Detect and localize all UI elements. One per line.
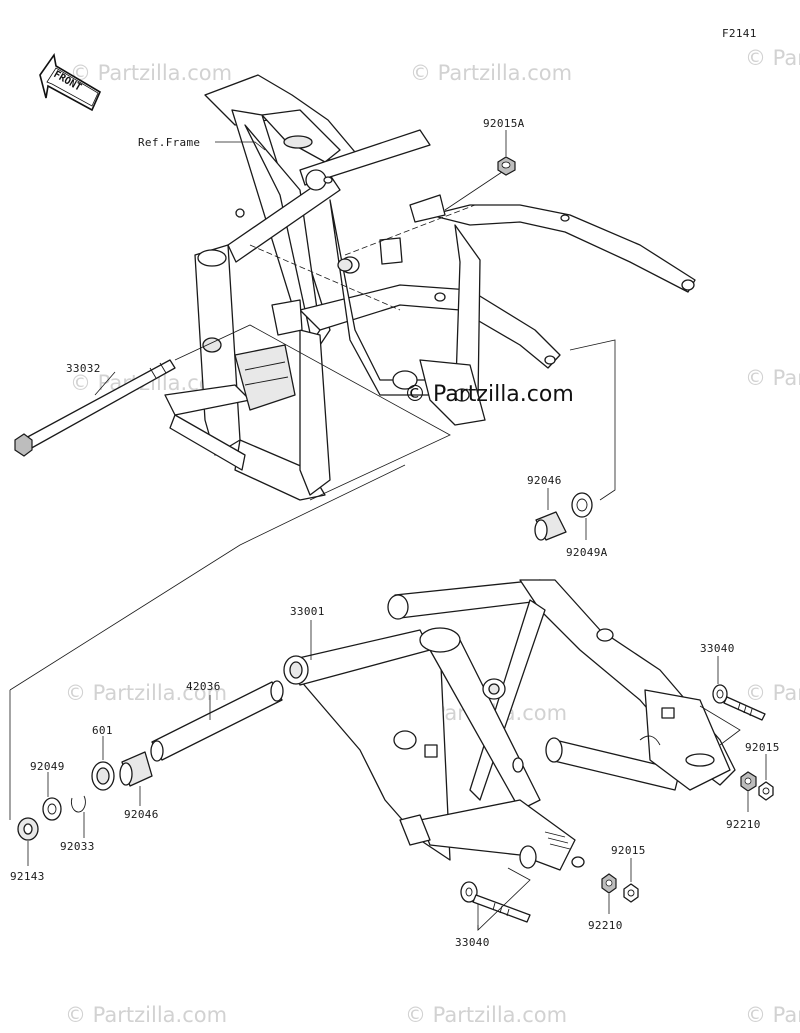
part-label-92046-top: 92046 bbox=[527, 474, 562, 487]
reference-lines bbox=[9, 141, 616, 820]
watermark: © Partzilla.com bbox=[70, 61, 232, 85]
watermark: © Partzilla.com bbox=[745, 46, 800, 70]
part-label-92143: 92143 bbox=[10, 870, 45, 883]
part-92049-seal bbox=[42, 772, 62, 821]
center-watermark: © Partzilla.com bbox=[404, 382, 574, 407]
part-label-92049a: 92049A bbox=[566, 546, 608, 559]
part-33032-pivot-shaft bbox=[14, 359, 176, 457]
part-33001-swing-arm bbox=[283, 579, 736, 871]
part-label-33040-right: 33040 bbox=[700, 642, 735, 655]
part-92015a-nut bbox=[497, 130, 516, 176]
watermark: © Partzilla.com bbox=[405, 1003, 567, 1027]
ref-frame-label: Ref.Frame bbox=[138, 136, 200, 149]
part-92049a-seal bbox=[571, 492, 593, 540]
watermark: © Partzilla.com bbox=[410, 61, 572, 85]
part-92015-nut-right bbox=[758, 754, 774, 801]
watermark-layer: © Partzilla.com © Partzilla.com © Partzi… bbox=[65, 46, 800, 1027]
part-label-92210-right: 92210 bbox=[726, 818, 761, 831]
part-label-33040-bottom: 33040 bbox=[455, 936, 490, 949]
frame-reference bbox=[164, 74, 696, 501]
part-601-ball-bearing bbox=[91, 736, 115, 791]
watermark: © Partzilla.com bbox=[65, 1003, 227, 1027]
part-92033-circlip bbox=[71, 795, 86, 838]
part-label-92015-bottom: 92015 bbox=[611, 844, 646, 857]
part-33040-adjuster-bolt-bottom bbox=[460, 867, 531, 931]
part-label-601: 601 bbox=[92, 724, 113, 737]
part-label-92210-bottom: 92210 bbox=[588, 919, 623, 932]
part-92210-nut-bottom bbox=[601, 873, 617, 914]
part-92143-collar bbox=[17, 817, 39, 866]
part-92015-nut-bottom bbox=[623, 858, 639, 903]
part-label-92046-bottom: 92046 bbox=[124, 808, 159, 821]
part-label-92033: 92033 bbox=[60, 840, 95, 853]
watermark: © Partzilla.com bbox=[65, 681, 227, 705]
watermark: © Partzilla.com bbox=[745, 366, 800, 390]
part-92046-needle-bearing-top bbox=[534, 488, 567, 541]
part-label-33032: 33032 bbox=[66, 362, 101, 375]
front-arrow-icon: FRONT bbox=[39, 52, 102, 112]
part-92046-needle-bearing-bottom bbox=[119, 751, 153, 806]
part-label-92015-right: 92015 bbox=[745, 741, 780, 754]
part-33040-adjuster-bolt-right bbox=[699, 656, 766, 746]
figure-code: F2141 bbox=[722, 27, 757, 40]
part-label-92049: 92049 bbox=[30, 760, 65, 773]
watermark: © Partzilla.com bbox=[745, 1003, 800, 1027]
part-label-92015a: 92015A bbox=[483, 117, 525, 130]
watermark: © Partzilla.com bbox=[745, 681, 800, 705]
part-42036-sleeve bbox=[150, 680, 284, 762]
part-label-33001: 33001 bbox=[290, 605, 325, 618]
part-label-42036: 42036 bbox=[186, 680, 221, 693]
part-92210-nut-right bbox=[740, 771, 757, 812]
